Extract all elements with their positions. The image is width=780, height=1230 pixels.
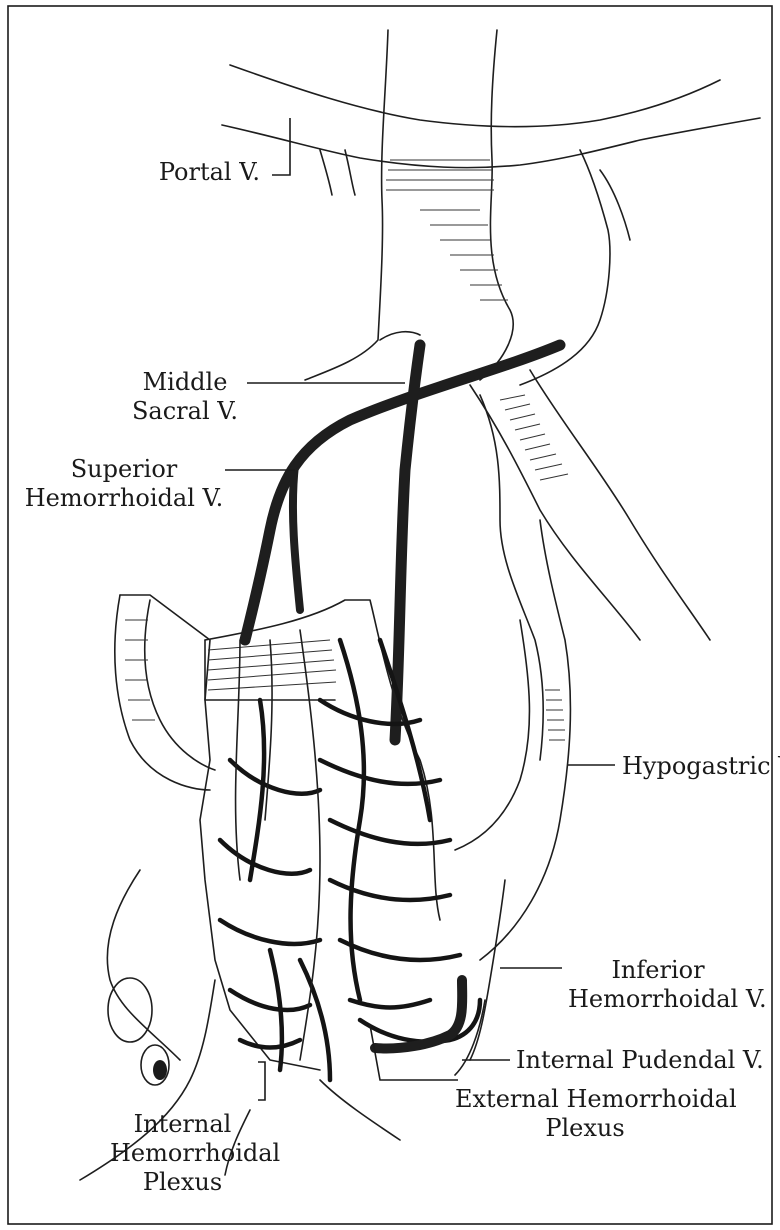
label-line: Hemorrhoidal V. xyxy=(568,985,748,1014)
label-internal-pudendal-vein: Internal Pudendal V. xyxy=(516,1046,764,1075)
label-line: Superior xyxy=(24,455,224,484)
label-hypogastric-vein: Hypogastric V. xyxy=(622,752,780,781)
label-middle-sacral-vein: Middle Sacral V. xyxy=(130,368,240,426)
hemorrhoidal-plexus-network xyxy=(220,640,480,1080)
label-line: Internal Pudendal V. xyxy=(516,1046,764,1075)
label-line: Portal V. xyxy=(130,158,260,187)
leader-lines xyxy=(225,118,615,1100)
label-line: External Hemorrhoidal xyxy=(455,1085,715,1114)
figure-border xyxy=(8,6,772,1224)
label-inferior-hemorrhoidal-vein: Inferior Hemorrhoidal V. xyxy=(568,956,748,1014)
label-line: Sacral V. xyxy=(130,397,240,426)
label-line: Hemorrhoidal xyxy=(110,1139,255,1168)
label-line: Plexus xyxy=(110,1168,255,1197)
label-line: Internal xyxy=(110,1110,255,1139)
middle-sacral-vein-drawing xyxy=(380,332,420,740)
rectum-drawing xyxy=(80,595,440,1180)
trunk-hatching xyxy=(386,160,508,300)
label-internal-hemorrhoidal-plexus: Internal Hemorrhoidal Plexus xyxy=(110,1110,255,1197)
label-line: Hemorrhoidal V. xyxy=(24,484,224,513)
inferior-hemorrhoidal-vein-drawing xyxy=(375,880,505,1075)
hypogastric-hatching xyxy=(500,395,568,740)
portal-leader xyxy=(272,118,290,175)
hypogastric-vein-drawing xyxy=(455,370,710,960)
label-external-hemorrhoidal-plexus: External Hemorrhoidal Plexus xyxy=(455,1085,715,1143)
label-line: Middle xyxy=(130,368,240,397)
label-line: Inferior xyxy=(568,956,748,985)
label-superior-hemorrhoidal-vein: Superior Hemorrhoidal V. xyxy=(24,455,224,513)
label-line: Hypogastric V. xyxy=(622,752,780,781)
internal-plexus-leader xyxy=(258,1062,265,1100)
label-portal-vein: Portal V. xyxy=(130,158,260,187)
label-line: Plexus xyxy=(455,1114,715,1143)
main-venous-trunk xyxy=(305,30,513,380)
